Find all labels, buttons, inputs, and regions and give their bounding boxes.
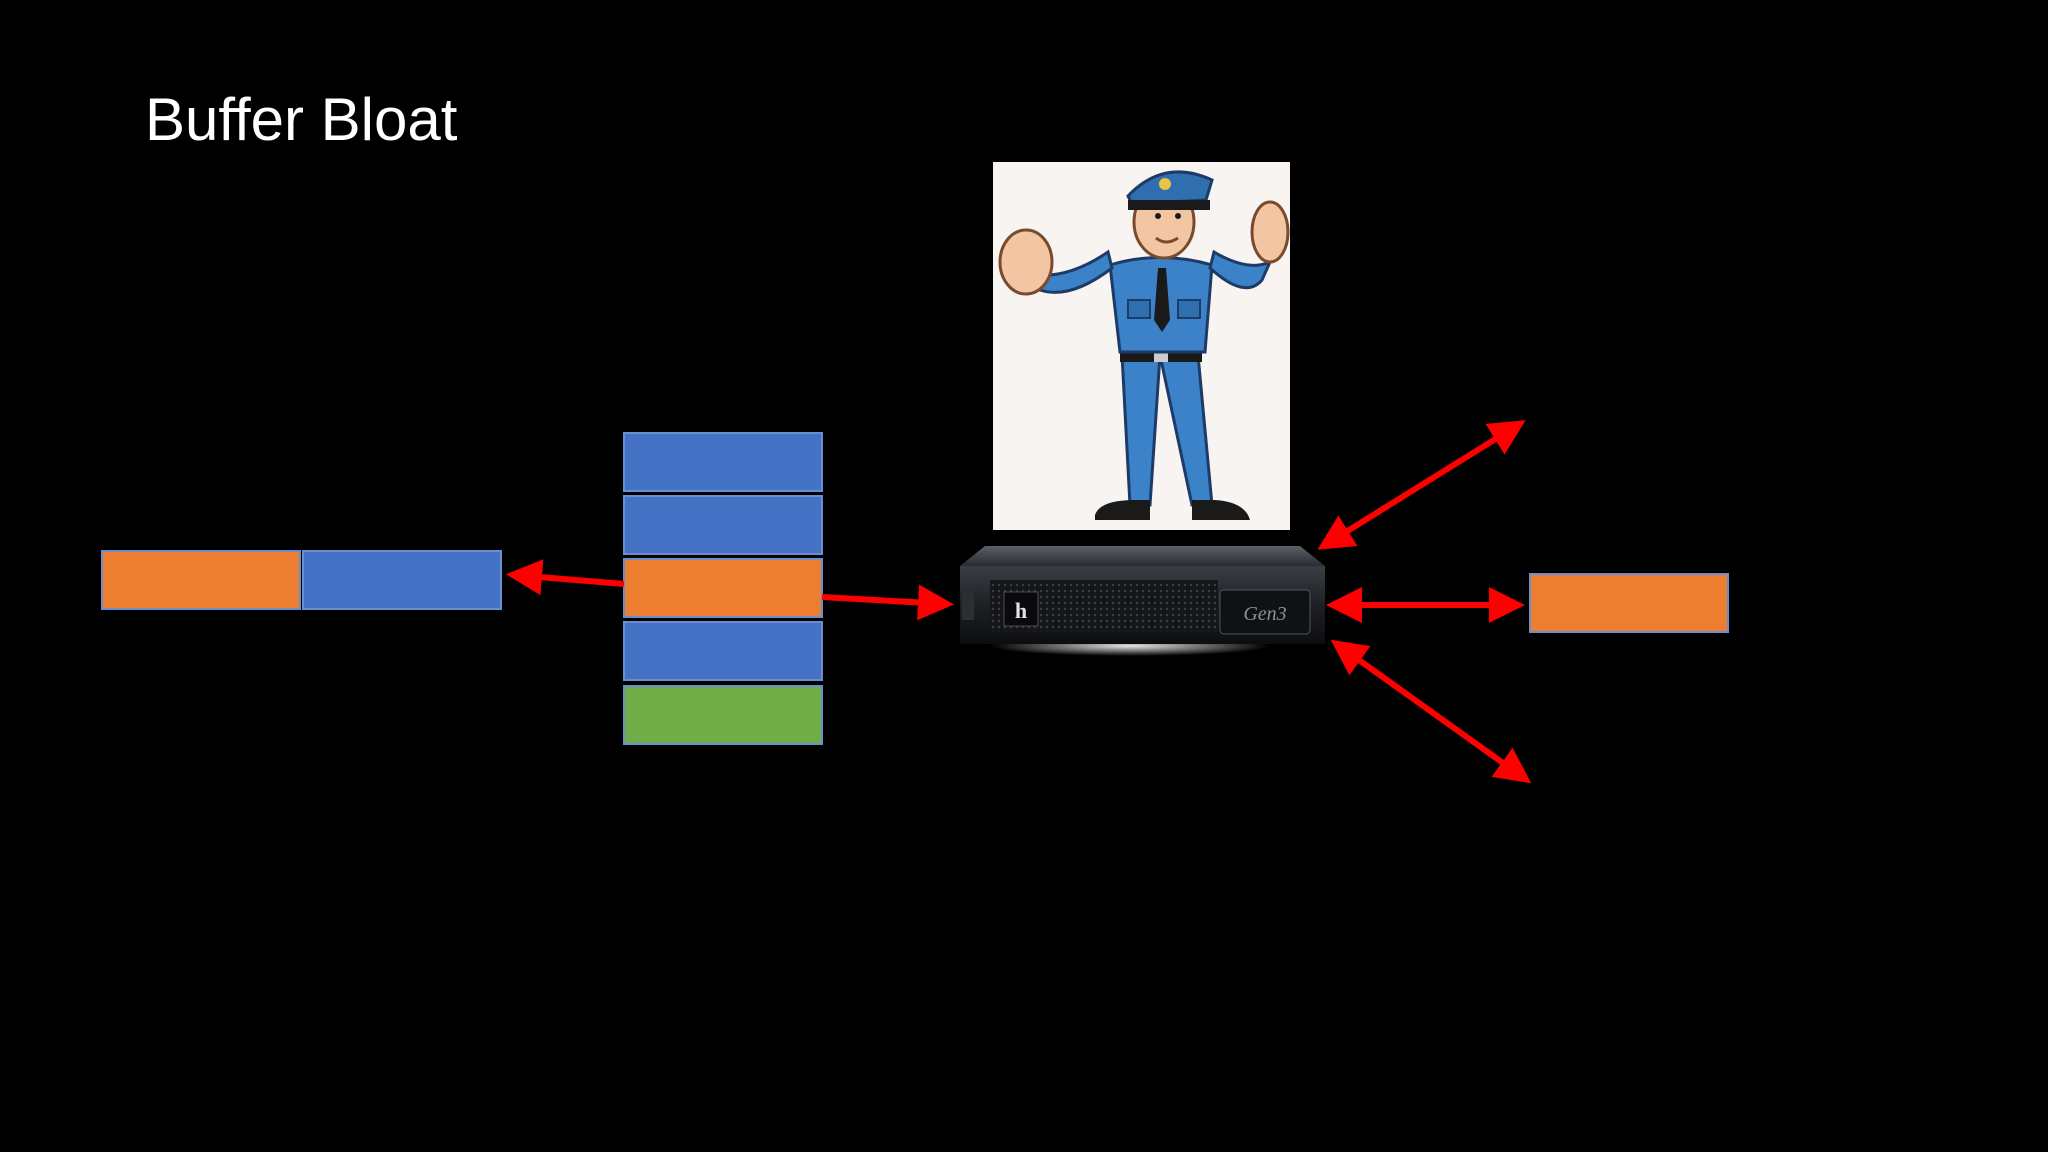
- destination-packet-orange: [1529, 573, 1729, 633]
- buffer-packet-blue-1: [623, 432, 823, 492]
- slide-title: Buffer Bloat: [145, 86, 458, 153]
- outgoing-packet-blue: [302, 550, 502, 610]
- buffer-packet-green: [623, 685, 823, 745]
- buffer-stack: [623, 432, 823, 745]
- buffer-packet-blue-3: [623, 621, 823, 681]
- outgoing-packet-orange: [101, 550, 301, 610]
- traffic-police-officer-icon: [993, 162, 1290, 530]
- arrow-router-up-right: [1317, 420, 1526, 550]
- arrows: [506, 420, 1532, 784]
- buffer-packet-orange: [623, 558, 823, 618]
- arrow-buffer-to-queue: [506, 559, 625, 596]
- arrow-router-down-right: [1330, 639, 1532, 784]
- buffer-packet-blue-2: [623, 495, 823, 555]
- outgoing-queue: [101, 550, 502, 610]
- server-appliance-icon: h Gen3: [960, 546, 1325, 656]
- arrow-buffer-to-router: [821, 584, 954, 621]
- svg-text:h: h: [1015, 598, 1027, 623]
- router-badge: Gen3: [1243, 603, 1286, 625]
